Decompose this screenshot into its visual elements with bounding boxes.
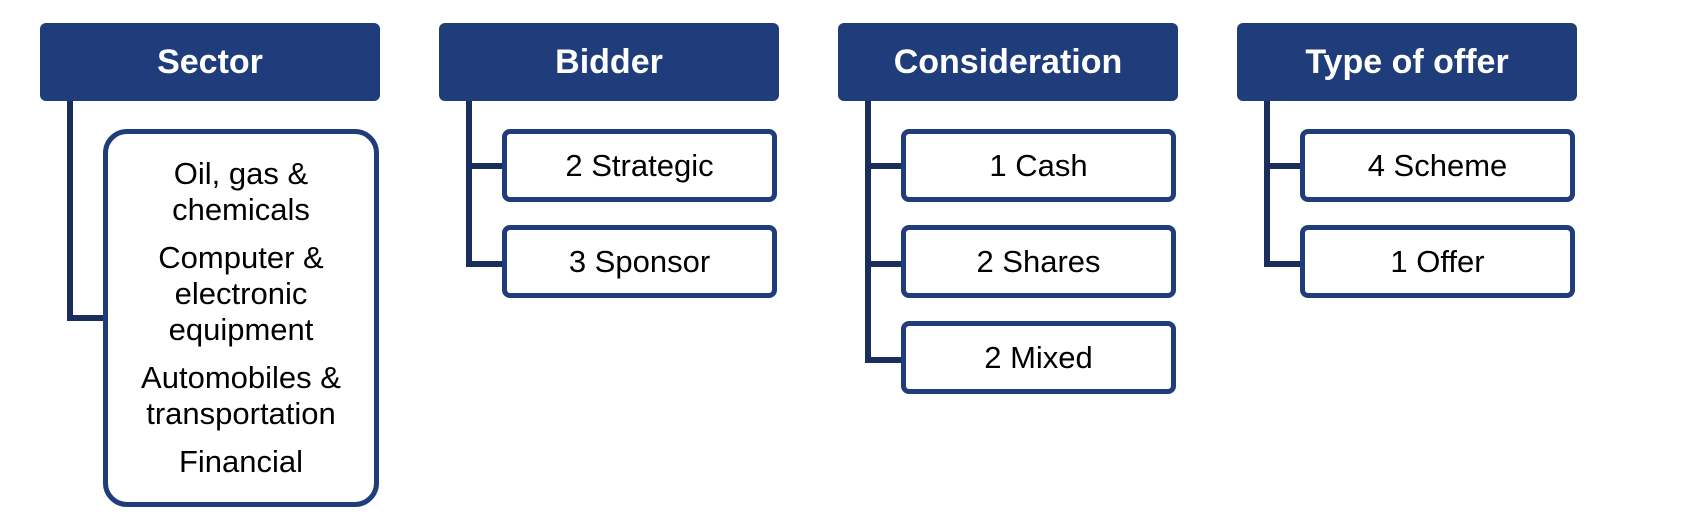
offer-type-connector-vertical [1264,101,1270,267]
sector-header-label: Sector [157,42,263,81]
consideration-connector-horizontal [865,357,903,363]
consideration-header: Consideration [838,23,1178,101]
consideration-item-label: 1 Cash [989,147,1088,183]
sector-header: Sector [40,23,380,101]
bidder-connector-vertical [466,101,472,267]
sector-item: Oil, gas & chemicals [172,156,310,227]
bidder-connector-horizontal [466,163,504,169]
consideration-item-label: 2 Mixed [984,339,1093,375]
consideration-connector-horizontal [865,163,903,169]
sector-connector-horizontal [67,315,105,321]
offer-type-item-label: 1 Offer [1390,243,1485,279]
sector-item: Automobiles & transportation [141,360,341,431]
bidder-header-label: Bidder [555,42,663,81]
sector-item: Financial [178,444,304,479]
consideration-header-label: Consideration [893,42,1123,81]
bidder-item-label: 2 Strategic [565,147,714,183]
offer-type-connector-horizontal [1264,163,1302,169]
consideration-item-mixed: 2 Mixed [901,321,1176,394]
consideration-connector-vertical [865,101,871,363]
offer-type-item-label: 4 Scheme [1367,147,1508,183]
sector-box: Oil, gas & chemicals Computer & electron… [103,129,379,507]
consideration-connector-horizontal [865,261,903,267]
consideration-item-label: 2 Shares [976,243,1101,279]
bidder-item-strategic: 2 Strategic [502,129,777,202]
offer-type-header-label: Type of offer [1305,42,1509,81]
offer-type-connector-horizontal [1264,261,1302,267]
offer-type-item-offer: 1 Offer [1300,225,1575,298]
bidder-item-label: 3 Sponsor [568,243,711,279]
bidder-header: Bidder [439,23,779,101]
bidder-item-sponsor: 3 Sponsor [502,225,777,298]
consideration-item-cash: 1 Cash [901,129,1176,202]
sector-item: Computer & electronic equipment [158,240,324,347]
offer-type-header: Type of offer [1237,23,1577,101]
offer-type-item-scheme: 4 Scheme [1300,129,1575,202]
bidder-connector-horizontal [466,261,504,267]
consideration-item-shares: 2 Shares [901,225,1176,298]
sector-connector-vertical [67,101,73,321]
